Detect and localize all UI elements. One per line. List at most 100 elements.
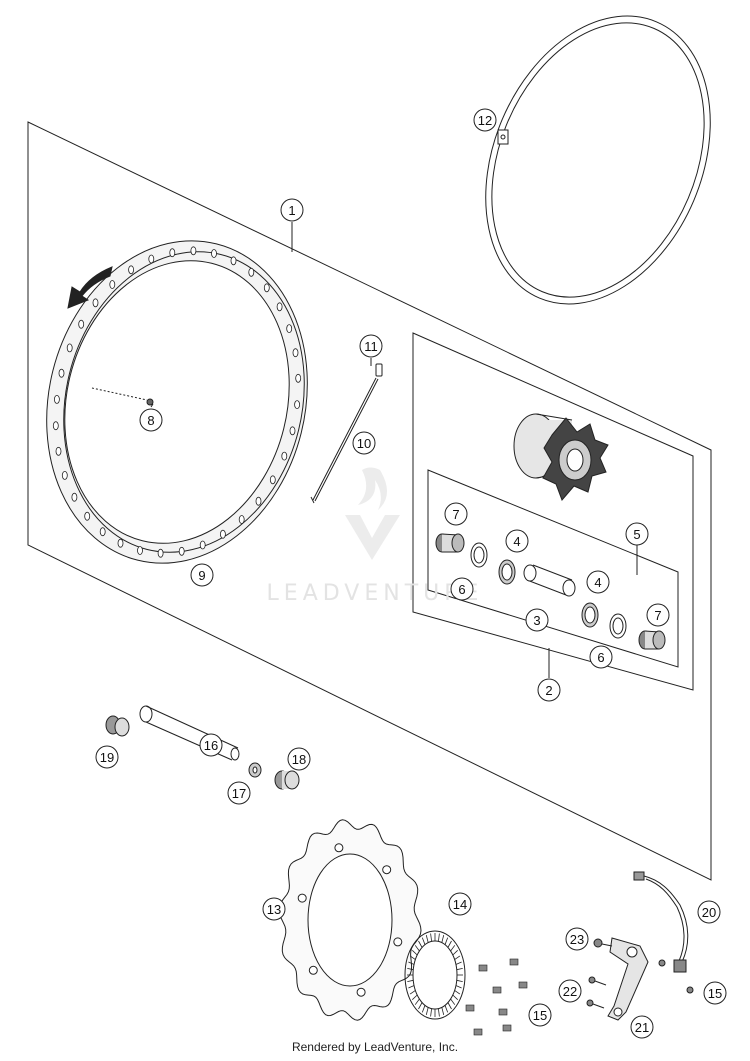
spoke-hole: [211, 249, 217, 258]
valve-8: [146, 398, 154, 406]
svg-text:18: 18: [292, 752, 306, 767]
spoke-hole: [295, 373, 302, 383]
svg-text:22: 22: [563, 984, 577, 999]
callout-15-right[interactable]: 15: [703, 981, 727, 1005]
callout-10[interactable]: 10: [352, 431, 376, 455]
spoke-hole: [128, 265, 135, 275]
callout-23[interactable]: 23: [565, 927, 589, 951]
axle-nut-19: [105, 715, 130, 737]
callout-8[interactable]: 8: [139, 408, 163, 432]
callout-4-left[interactable]: 4: [505, 529, 529, 553]
callout-2[interactable]: 2: [537, 678, 561, 702]
spoke-hole: [109, 280, 116, 289]
ring-tooth: [421, 1005, 426, 1013]
spoke-hole: [276, 302, 283, 312]
ring-tooth: [447, 940, 452, 948]
callout-7-left[interactable]: 7: [444, 502, 468, 526]
assembly-boundary-1: [27, 121, 712, 881]
screw: [498, 1008, 508, 1016]
screw: [502, 1024, 512, 1032]
bearing-4-right: [581, 602, 599, 628]
callout-6-right[interactable]: 6: [589, 645, 613, 669]
disc-bolt-hole: [356, 987, 366, 997]
disc-bolt-hole: [334, 843, 344, 853]
callout-7-right[interactable]: 7: [646, 603, 670, 627]
wheel-speed-sensor-20: [633, 871, 689, 973]
screw: [518, 981, 528, 989]
spoke-hole: [137, 546, 143, 555]
brake-disc-13: [278, 819, 422, 1021]
ring-tooth: [441, 1007, 445, 1015]
callout-15-left[interactable]: 15: [528, 1003, 552, 1027]
svg-text:6: 6: [458, 582, 465, 597]
callout-22[interactable]: 22: [558, 979, 582, 1003]
svg-text:6: 6: [597, 650, 604, 665]
callout-21[interactable]: 21: [630, 1015, 654, 1039]
screw: [478, 964, 488, 972]
callout-1[interactable]: 1: [280, 198, 304, 222]
svg-text:23: 23: [570, 932, 584, 947]
ring-tooth: [447, 1002, 452, 1010]
svg-text:2: 2: [545, 683, 552, 698]
bearing-kit-box-5: [427, 469, 679, 668]
svg-text:16: 16: [204, 738, 218, 753]
ring-tooth: [456, 968, 463, 971]
spoke-hole: [58, 368, 65, 378]
callout-16[interactable]: 16: [199, 733, 223, 757]
callout-5[interactable]: 5: [625, 522, 649, 546]
callout-14[interactable]: 14: [448, 892, 472, 916]
disc-screws-15: [465, 958, 528, 1036]
callouts: 1 12 8 9 11 10 7 4 5 6 4 3 7 6 2 19 16 1…: [95, 108, 727, 1039]
screw: [473, 1028, 483, 1036]
spoke-hole: [178, 546, 185, 556]
spoke-hole: [157, 548, 164, 558]
spoke-hole: [292, 348, 299, 358]
svg-text:1: 1: [288, 203, 295, 218]
callout-20[interactable]: 20: [697, 900, 721, 924]
ring-tooth: [455, 985, 462, 989]
callout-6-left[interactable]: 6: [450, 577, 474, 601]
ring-tooth: [412, 950, 418, 956]
callout-4-right[interactable]: 4: [586, 570, 610, 594]
seal-6-right: [609, 613, 627, 639]
watermark-text: LEADVENTURE: [267, 581, 484, 606]
spoke-hole: [55, 446, 62, 456]
ring-tooth: [412, 994, 418, 1000]
spoke-hole: [238, 515, 245, 524]
callout-18[interactable]: 18: [287, 747, 311, 771]
spoke-hole: [117, 538, 124, 548]
ring-tooth: [454, 955, 461, 960]
svg-text:4: 4: [513, 534, 520, 549]
disc-bolt-hole: [382, 865, 392, 875]
rotation-arrow-icon: [67, 266, 113, 309]
spoke-hole: [99, 527, 106, 537]
callout-12[interactable]: 12: [473, 108, 497, 132]
ring-tooth: [421, 937, 426, 945]
callout-19[interactable]: 19: [95, 745, 119, 769]
callout-11[interactable]: 11: [359, 334, 383, 358]
ring-tooth: [456, 979, 463, 982]
ring-tooth: [438, 933, 440, 942]
ring-tooth: [452, 994, 458, 1000]
spoke-hole: [190, 246, 197, 256]
svg-text:12: 12: [478, 113, 492, 128]
callout-9[interactable]: 9: [190, 563, 214, 587]
ring-tooth: [414, 998, 420, 1005]
ring-tooth: [430, 933, 432, 942]
sensor-bracket-21: [607, 937, 649, 1021]
svg-text:7: 7: [654, 608, 661, 623]
ring-tooth: [407, 968, 414, 971]
footer-credit: Rendered by LeadVenture, Inc.: [291, 1040, 459, 1054]
spoke-hole: [61, 470, 68, 480]
callout-13[interactable]: 13: [262, 897, 286, 921]
callout-17[interactable]: 17: [227, 781, 251, 805]
spoke-hole: [169, 248, 176, 258]
callout-3[interactable]: 3: [525, 608, 549, 632]
svg-text:15: 15: [708, 986, 722, 1001]
spoke-hole: [286, 324, 293, 334]
svg-text:21: 21: [635, 1020, 649, 1035]
spoke-hole: [230, 256, 237, 266]
spoke-hole: [294, 400, 301, 410]
spoke-hole: [84, 511, 91, 521]
ring-tooth: [408, 961, 415, 965]
